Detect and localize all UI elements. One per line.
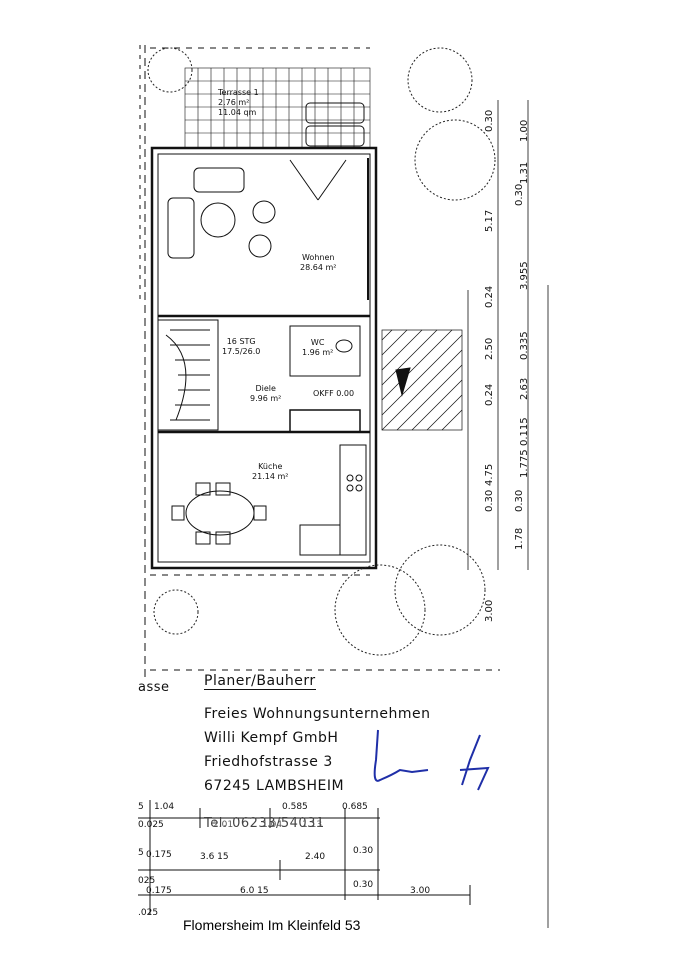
terrace-name: Terrasse 1 — [218, 88, 259, 97]
planer-line1: Freies Wohnungsunternehmen — [204, 706, 431, 722]
dim-outer-5: 2.63 — [519, 377, 530, 400]
dim-inner-4: 0.24 — [484, 285, 495, 308]
wohnen-name: Wohnen — [301, 253, 335, 262]
okff-label: OKFF 0.00 — [313, 389, 355, 398]
dim-outer-2: 1.31 — [519, 161, 530, 184]
dim-r1b-d: 1.13 — [302, 820, 323, 830]
document-caption: Flomersheim Im Kleinfeld 53 — [183, 917, 361, 933]
dim-r3-e: 3.00 — [410, 886, 431, 896]
dim-r3-d: 0.30 — [353, 880, 374, 890]
wohnen-label: Wohnen 28.64 m² — [300, 253, 336, 273]
terrace-grid — [184, 67, 371, 149]
kueche-label: Küche 21.14 m² — [252, 462, 288, 482]
dim-r4-a: .025 — [138, 908, 159, 918]
dim-inner-3: 0.30 — [514, 183, 525, 206]
dim-r1b-a: 0.025 — [138, 820, 164, 830]
dim-outer-6: 1.775 — [519, 449, 530, 478]
dim-inner-8: 0.30 — [484, 489, 495, 512]
dim-inner-6: 0.24 — [484, 383, 495, 406]
signature — [373, 729, 490, 791]
left-partial-label: asse — [138, 680, 170, 695]
stair-name: 16 STG — [226, 337, 256, 346]
dim-r3-c: 6.0 15 — [240, 886, 269, 896]
trees — [147, 47, 496, 656]
dim-inner-8b: 0.30 — [514, 489, 525, 512]
planer-heading: Planer/Bauherr — [204, 673, 316, 690]
dim-r1-b: 1.04 — [154, 802, 175, 812]
stair-label: 16 STG 17.5/26.0 — [222, 337, 260, 357]
diele-label: Diele 9.96 m² — [250, 384, 281, 404]
dim-r3-a: 025 — [138, 876, 156, 886]
dim-r1-a: 5 — [138, 802, 144, 812]
planer-tel: Tel. 06233/54031 — [204, 816, 325, 831]
dim-r2-d: 2.40 — [305, 852, 326, 862]
dim-r1-d: 0.685 — [342, 802, 368, 812]
dim-outer-4: 0.335 — [519, 331, 530, 360]
dim-outer-7: 0.115 — [519, 417, 530, 446]
wc-name: WC — [310, 338, 325, 347]
kueche-name: Küche — [258, 462, 283, 471]
dim-r1b-c: 1.04 — [262, 820, 283, 830]
planer-line3: Friedhofstrasse 3 — [204, 754, 333, 770]
dim-r2-e: 0.30 — [353, 846, 374, 856]
diele-name: Diele — [255, 384, 276, 393]
terrace-label: Terrasse 1 2.76 m² 11.04 qm — [218, 88, 259, 118]
dim-r3-b: 0.175 — [146, 886, 172, 896]
dim-inner-5: 2.50 — [484, 337, 495, 360]
dim-r1-c: 0.585 — [282, 802, 308, 812]
planer-line4: 67245 LAMBSHEIM — [204, 778, 345, 794]
stair-ratio: 17.5/26.0 — [222, 347, 261, 356]
entrance-hatch — [381, 329, 463, 431]
planer-line2: Willi Kempf GmbH — [204, 730, 339, 746]
outer-walls — [150, 146, 378, 570]
dim-r2-c: 3.6 15 — [200, 852, 229, 862]
dim-outer-3: 3.955 — [519, 261, 530, 290]
dim-r1b-b: 2.01 — [213, 820, 234, 830]
diele-area: 9.96 m² — [250, 394, 282, 403]
dim-r2-b: 0.175 — [146, 850, 172, 860]
dim-r2-a: 5 — [138, 848, 144, 858]
wc-label: WC 1.96 m² — [302, 338, 333, 358]
dim-inner-9: 1.78 — [514, 527, 525, 550]
dim-inner-2: 5.17 — [484, 209, 495, 232]
dim-inner-7: 4.75 — [484, 463, 495, 486]
dim-inner-1: 0.30 — [484, 109, 495, 132]
wc-area: 1.96 m² — [302, 348, 334, 357]
kueche-area: 21.14 m² — [252, 472, 289, 481]
wohnen-area: 28.64 m² — [300, 263, 337, 272]
stairs — [157, 319, 219, 431]
terrace-area1: 2.76 m² — [218, 98, 250, 107]
terrace-area2: 11.04 qm — [218, 108, 257, 117]
dim-inner-11: 3.00 — [484, 599, 495, 622]
dim-outer-1: 1.00 — [519, 119, 530, 142]
